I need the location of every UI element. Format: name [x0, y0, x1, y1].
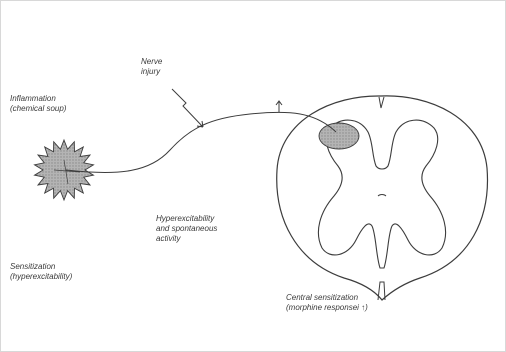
label-line: Nerve: [141, 57, 162, 67]
label-nerve-injury: Nerve injury: [141, 57, 162, 77]
label-inflammation: Inflammation (chemical soup): [10, 94, 66, 114]
label-line: (chemical soup): [10, 104, 66, 114]
label-line: Sensitization: [10, 262, 72, 272]
lightning-bolt-icon: [172, 89, 203, 127]
label-line: (morphine responsei ↑): [286, 303, 368, 313]
label-line: activity: [156, 234, 217, 244]
central-canal: [378, 195, 386, 197]
inflammation-burst: [35, 140, 94, 200]
label-sensitization: Sensitization (hyperexcitability): [10, 262, 72, 282]
label-hyperexcitability: Hyperexcitability and spontaneous activi…: [156, 214, 217, 244]
dorsal-horn-sensitized-region: [319, 123, 359, 149]
dorsal-median-sulcus: [379, 97, 384, 108]
label-line: Inflammation: [10, 94, 66, 104]
label-line: Hyperexcitability: [156, 214, 217, 224]
label-line: Central sensitization: [286, 293, 368, 303]
label-line: (hyperexcitability): [10, 272, 72, 282]
nerve-fiber: [66, 112, 336, 172]
label-central-sensitization: Central sensitization (morphine response…: [286, 293, 368, 313]
label-line: injury: [141, 67, 162, 77]
spinal-cord-outline: [277, 96, 488, 300]
up-arrow-icon: [276, 101, 282, 112]
label-line: and spontaneous: [156, 224, 217, 234]
